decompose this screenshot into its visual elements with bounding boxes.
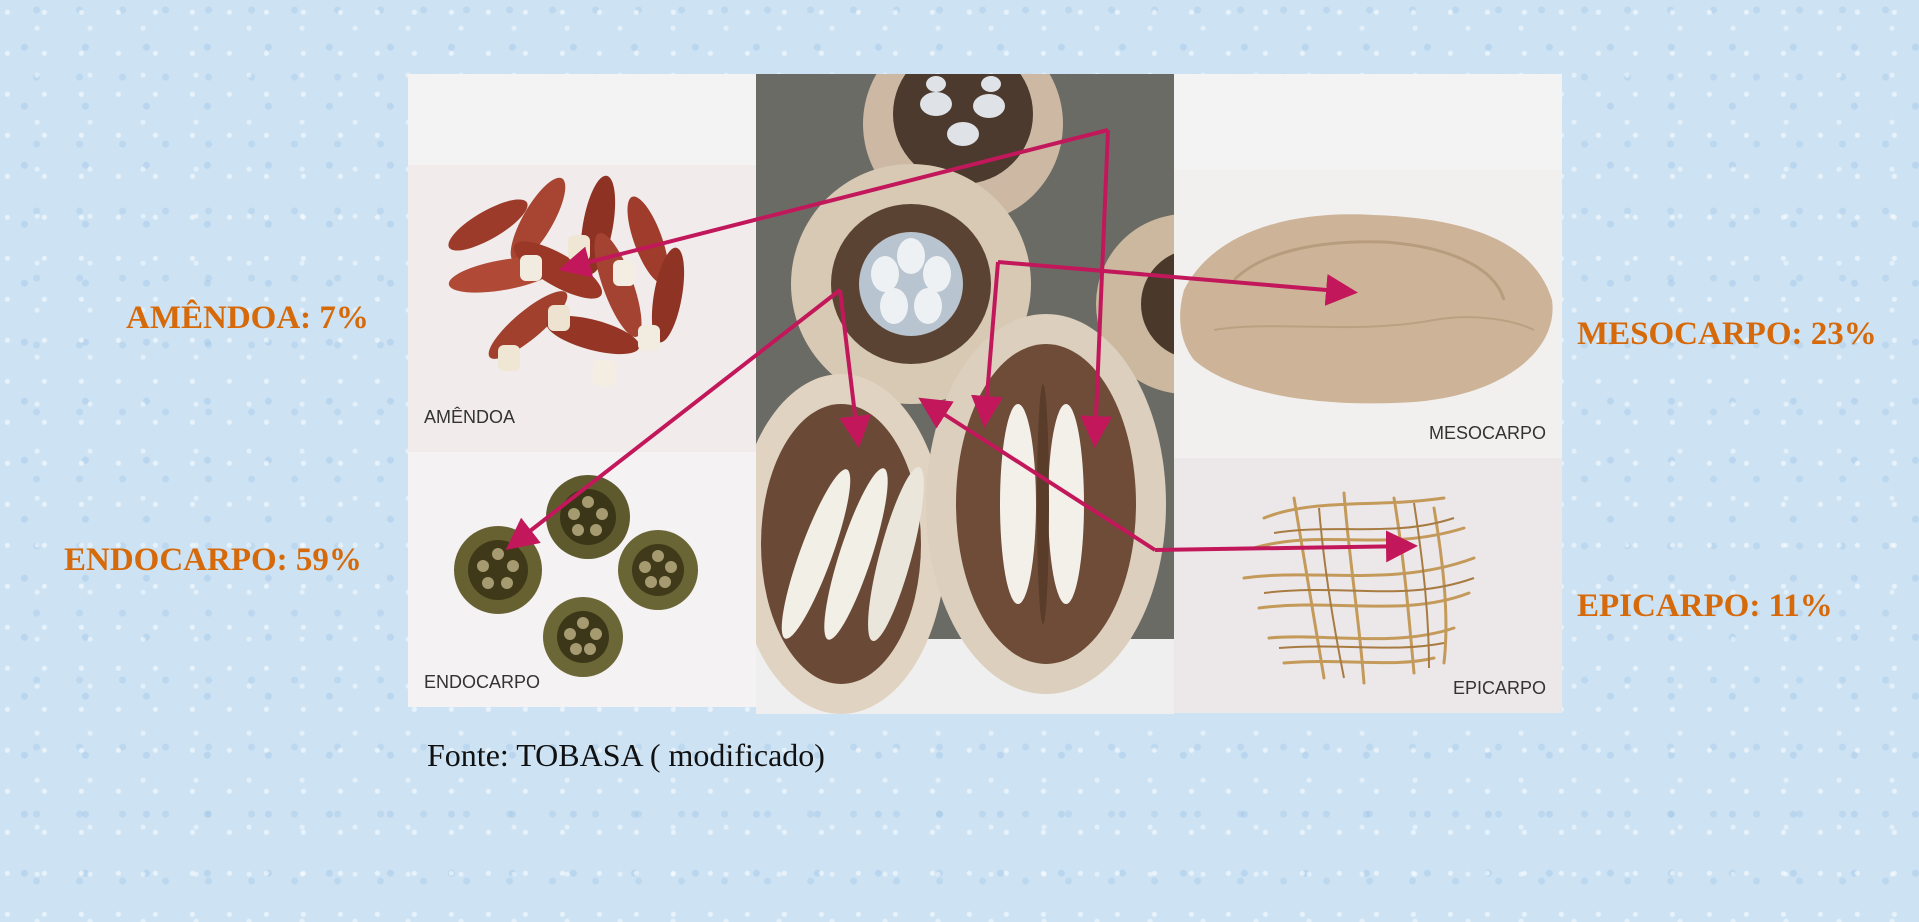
arrow-to-endocarpo: [512, 290, 840, 545]
arrow-to-center-middle: [985, 262, 998, 420]
arrow-to-amendoa: [566, 130, 1108, 268]
arrow-to-epicarpo: [1155, 546, 1410, 550]
arrow-epicarpo-link: [925, 402, 1155, 550]
arrow-to-mesocarpo: [998, 262, 1350, 292]
arrow-to-center-right-bottom: [1095, 130, 1108, 440]
source-caption: Fonte: TOBASA ( modificado): [427, 737, 825, 774]
arrow-to-center-left-bottom: [840, 290, 858, 440]
